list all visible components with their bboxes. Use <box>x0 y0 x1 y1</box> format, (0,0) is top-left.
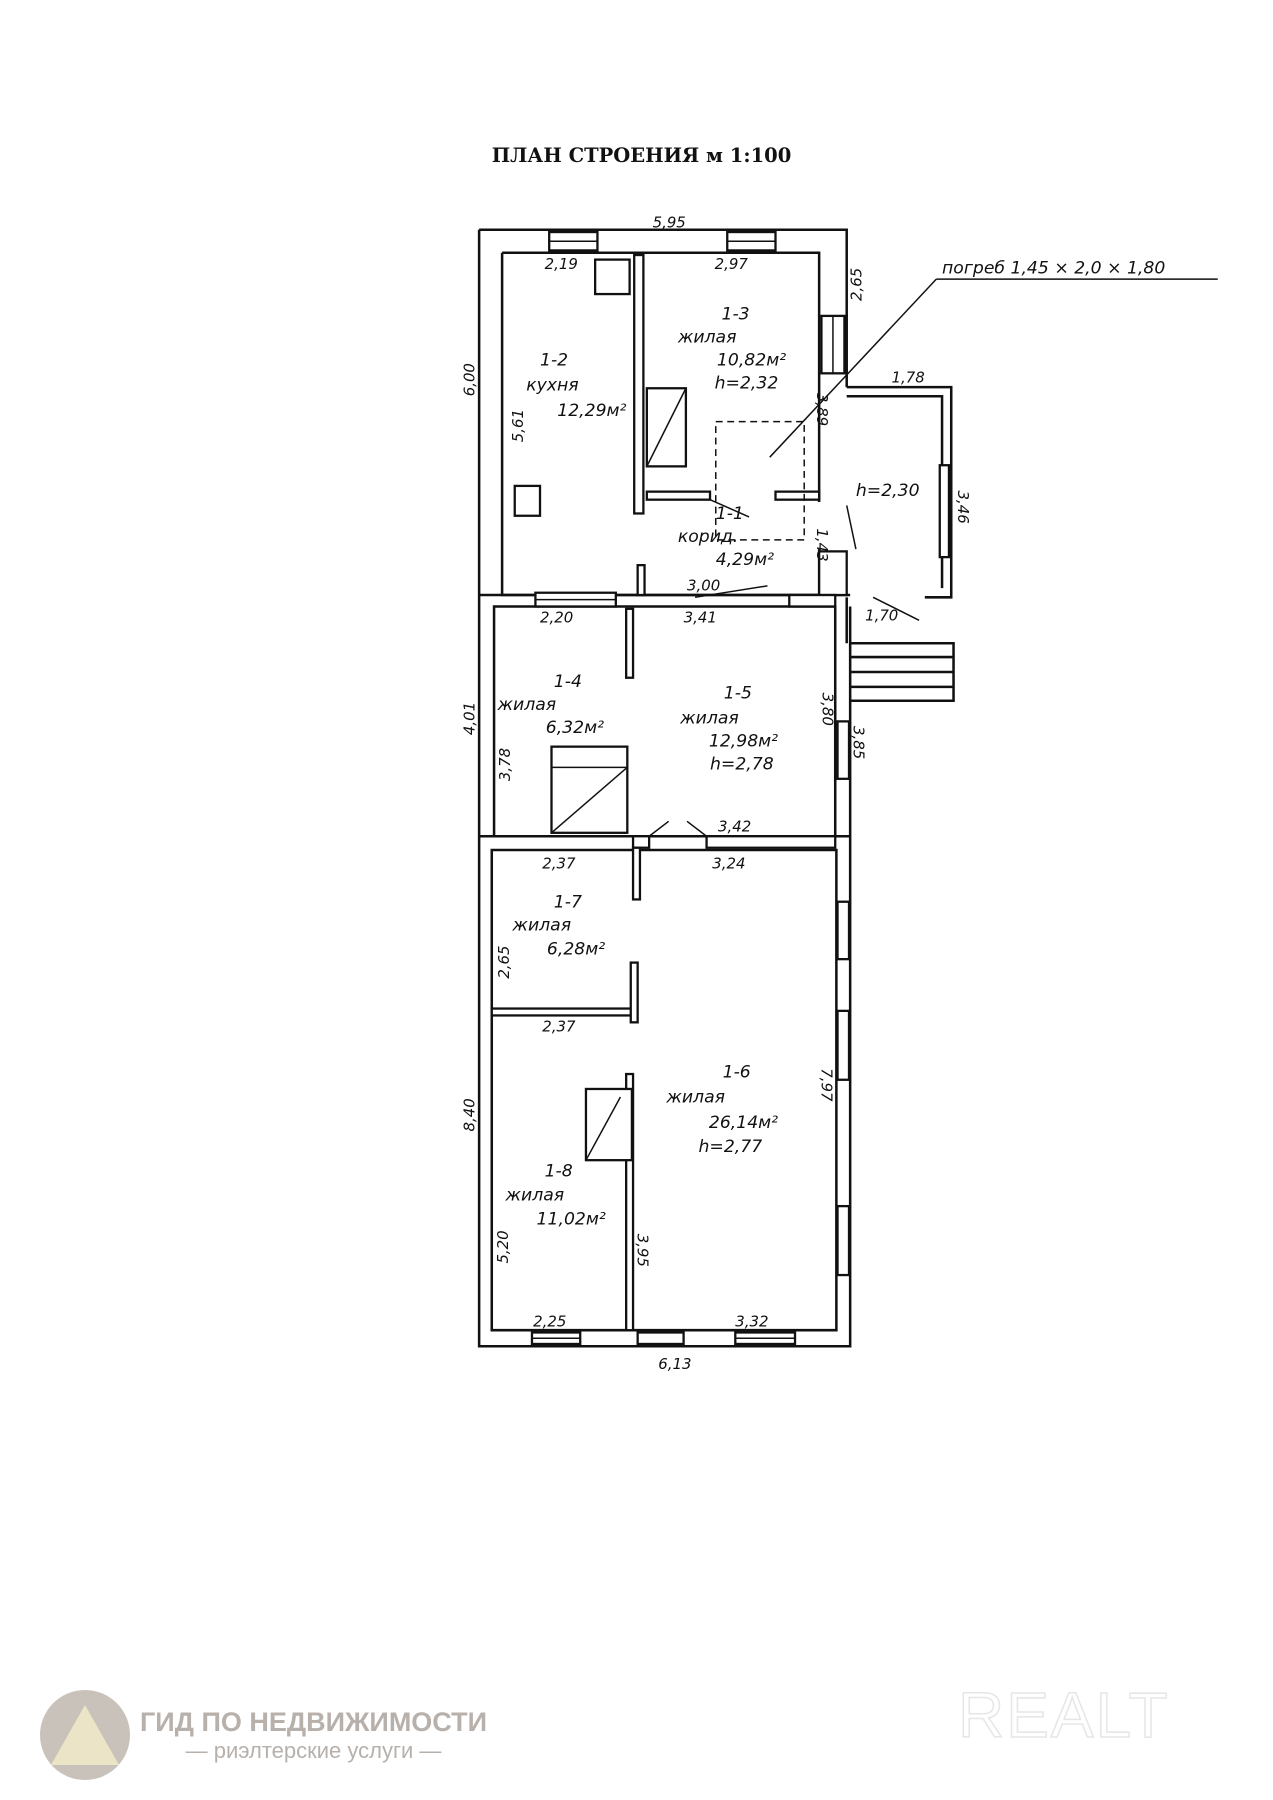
room-area: 26,14м² <box>709 1113 778 1133</box>
room-area: 6,32м² <box>546 718 604 738</box>
room-area: 12,29м² <box>557 401 626 421</box>
dimension: 2,97 <box>715 255 749 273</box>
dimension: 5,61 <box>509 409 527 442</box>
dimension: 1,43 <box>813 528 831 561</box>
dimension: 3,80 <box>819 693 837 726</box>
dimension: 8,40 <box>461 1098 479 1131</box>
room-area: 6,28м² <box>547 940 605 960</box>
agency-subtitle-text: риэлтерские услуги <box>213 1737 414 1763</box>
room-id: 1-4 <box>554 672 582 692</box>
dimension: 2,65 <box>495 945 513 978</box>
dimension: 3,95 <box>634 1234 652 1267</box>
dimension: 3,89 <box>813 393 831 426</box>
agency-watermark: ГИД ПО НЕДВИЖИМОСТИ — риэлтерские услуги… <box>40 1690 487 1780</box>
dimension: 3,78 <box>496 748 514 781</box>
room-name: жилая <box>505 1185 565 1205</box>
dimension: 6,13 <box>658 1355 691 1373</box>
dimension: 3,00 <box>687 576 720 594</box>
dimension: 3,42 <box>718 818 751 836</box>
dimension: 2,25 <box>533 1313 566 1331</box>
room-labels: 1-1 корид. 4,29м² 1-2 кухня 12,29м² 1-3 … <box>497 304 920 1229</box>
dimension: 2,20 <box>540 609 573 627</box>
room-id: 1-3 <box>722 304 750 324</box>
room-id: 1-1 <box>716 504 744 524</box>
room-name: кухня <box>526 376 578 396</box>
cellar-note: погреб 1,45 × 2,0 × 1,80 <box>942 258 1165 278</box>
room-id: 1-6 <box>723 1062 751 1082</box>
dimension: 3,32 <box>735 1313 768 1331</box>
dimension: 3,85 <box>850 726 868 759</box>
agency-subtitle: — риэлтерские услуги — <box>185 1737 442 1763</box>
dimension: 2,19 <box>545 255 578 273</box>
room-area: 12,98м² <box>709 732 778 752</box>
dimensions: 5,95 2,19 2,97 2,65 3,89 6,00 5,61 1,78 … <box>461 213 973 1373</box>
dimension: 2,37 <box>542 1018 576 1036</box>
dimension: 5,20 <box>494 1230 512 1263</box>
dimension: 3,41 <box>684 609 717 627</box>
room-area: 11,02м² <box>537 1210 606 1230</box>
sink-icon <box>513 484 542 517</box>
dimension: 1,70 <box>865 606 898 624</box>
room-height: h=2,77 <box>699 1137 763 1157</box>
dimension: 2,37 <box>542 854 576 872</box>
veranda-height: h=2,30 <box>856 481 920 501</box>
realt-watermark: REALT <box>957 1678 1170 1752</box>
room-height: h=2,32 <box>715 373 779 393</box>
dimension: 5,95 <box>653 213 686 231</box>
room-name: жилая <box>511 915 571 935</box>
dimension: 4,01 <box>461 702 479 735</box>
dimension: 1,78 <box>892 369 925 387</box>
dimension: 3,46 <box>954 490 972 523</box>
room-height: h=2,78 <box>710 755 774 775</box>
room-name: жилая <box>677 327 737 347</box>
room-id: 1-5 <box>724 683 752 703</box>
dimension: 2,65 <box>848 268 866 301</box>
room-id: 1-7 <box>554 892 582 912</box>
room-name: жилая <box>497 695 557 715</box>
agency-name: ГИД ПО НЕДВИЖИМОСТИ <box>140 1706 488 1737</box>
room-area: 10,82м² <box>717 350 786 370</box>
walls <box>477 228 1218 1348</box>
room-name: жилая <box>679 709 739 729</box>
room-area: 4,29м² <box>716 550 774 570</box>
dimension: 6,00 <box>461 363 479 396</box>
room-id: 1-2 <box>540 350 568 370</box>
cooktop-icon <box>593 258 631 296</box>
room-name: жилая <box>665 1088 725 1108</box>
dimension: 7,97 <box>817 1068 835 1102</box>
dimension: 3,24 <box>712 854 745 872</box>
pyramid-logo-icon <box>40 1690 130 1780</box>
plan-title: ПЛАН СТРОЕНИЯ м 1:100 <box>492 144 792 167</box>
room-name: корид. <box>678 527 738 547</box>
room-id: 1-8 <box>545 1161 573 1181</box>
